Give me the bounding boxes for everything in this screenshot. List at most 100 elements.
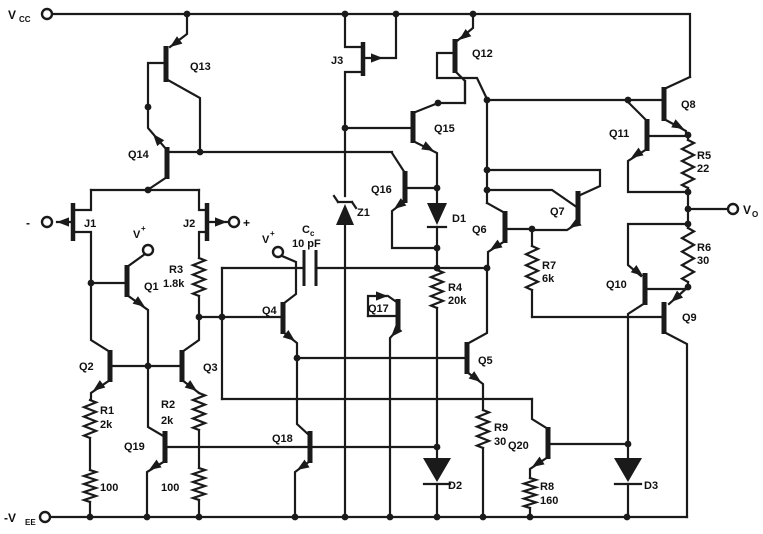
q2-label: Q2 <box>79 361 94 373</box>
vcc-label: V <box>8 8 16 22</box>
r8-value: 160 <box>540 495 558 507</box>
zener-z1: Z1 <box>332 194 370 519</box>
r6-label: R6 <box>697 242 711 254</box>
transistor-q10: Q10 <box>606 222 690 446</box>
noninverting-input-terminal <box>227 215 241 229</box>
vee-label-sub: EE <box>25 518 36 527</box>
vout-label-sub: O <box>752 210 758 219</box>
diode-d1: D1 <box>426 186 466 250</box>
r100b-value: 100 <box>161 482 179 494</box>
vee-label: -V <box>4 511 16 525</box>
transistor-q6: Q6 <box>472 201 534 270</box>
transistor-q5: Q5 <box>464 266 493 412</box>
j2-label: J2 <box>183 218 195 230</box>
d1-label: D1 <box>452 213 466 225</box>
r7-label: R7 <box>542 260 556 272</box>
vplus-mid-terminal: V + <box>262 229 285 259</box>
q7-label: Q7 <box>550 206 565 218</box>
jfet-j3: J3 <box>331 12 398 198</box>
r8-label: R8 <box>540 481 554 493</box>
transistor-q20: Q20 <box>508 397 630 480</box>
resistor-r4: R4 20k <box>428 246 467 447</box>
q20-label: Q20 <box>508 440 529 452</box>
transistor-q3: Q3 <box>179 315 218 395</box>
q1-label: Q1 <box>144 281 159 293</box>
r1-label: R1 <box>100 405 114 417</box>
r5-label: R5 <box>697 150 711 162</box>
vplus-left-terminal: V + <box>133 224 155 257</box>
transistor-q19: Q19 <box>124 364 439 519</box>
vplus-mid-sup: + <box>270 229 275 238</box>
vout-terminal: V O <box>686 202 758 219</box>
r9-label: R9 <box>494 422 508 434</box>
transistor-q9: Q9 <box>661 285 697 519</box>
cc-label-sub: c <box>310 229 315 238</box>
z1-label: Z1 <box>357 207 370 219</box>
jfet-j2: J2 <box>183 188 229 260</box>
q19-label: Q19 <box>124 441 145 453</box>
r2-label: R2 <box>161 399 175 411</box>
d2-label: D2 <box>448 480 462 492</box>
resistor-r2: R2 2k <box>161 391 209 470</box>
q11-label: Q11 <box>609 128 629 140</box>
transistor-q2: Q2 <box>79 281 113 402</box>
q3-label: Q3 <box>203 362 218 374</box>
vee-terminal <box>38 510 52 524</box>
vcc-terminal <box>40 7 54 21</box>
input-minus: - <box>26 215 54 230</box>
j3-label: J3 <box>331 55 343 67</box>
transistor-q13: Q13 <box>146 12 211 154</box>
plus-label: + <box>243 216 250 230</box>
q9-label: Q9 <box>682 312 697 324</box>
j1-label: J1 <box>84 218 96 230</box>
resistor-r3: R3 1.8k <box>163 256 208 319</box>
q14-label: Q14 <box>128 149 150 161</box>
input-plus: + <box>227 215 250 230</box>
vplus-left-label: V <box>133 229 141 241</box>
inverting-input-terminal <box>40 215 54 229</box>
q4-label: Q4 <box>262 305 278 317</box>
r5-value: 22 <box>697 163 709 175</box>
jfet-j1: J1 <box>55 188 96 285</box>
q15-label: Q15 <box>434 123 455 135</box>
vcc-rail: V CC <box>8 7 692 79</box>
transistor-q14: Q14 <box>128 105 170 191</box>
cc-label: C <box>302 224 310 236</box>
q13-label: Q13 <box>190 61 211 73</box>
q8-label: Q8 <box>681 99 696 111</box>
r7-value: 6k <box>542 273 555 285</box>
resistor-r5: R5 22 <box>679 133 711 230</box>
diode-d2: D2 <box>422 445 462 519</box>
r6-value: 30 <box>697 255 709 267</box>
q18-label: Q18 <box>272 433 293 445</box>
resistor-r1: R1 2k <box>81 398 114 472</box>
transistor-q17: Q17 <box>366 291 403 519</box>
vplus-left-sup: + <box>141 224 146 233</box>
resistor-r6: R6 30 <box>679 226 711 289</box>
transistor-q4: Q4 <box>262 254 299 360</box>
resistor-r9: R9 30 <box>474 408 508 519</box>
d3-label: D3 <box>644 480 658 492</box>
resistor-r7: R7 6k <box>523 227 556 319</box>
resistor-r8: R8 160 <box>520 476 558 519</box>
r100a-value: 100 <box>100 482 118 494</box>
resistor-100-left: 100 <box>80 468 118 519</box>
transistor-q18: Q18 <box>272 356 313 519</box>
r3-label: R3 <box>169 264 183 276</box>
transistor-q12: Q12 <box>435 12 493 105</box>
q10-label: Q10 <box>606 279 627 291</box>
r4-label: R4 <box>448 282 463 294</box>
cc-value: 10 pF <box>292 238 321 250</box>
vout-label: V <box>743 203 751 217</box>
diode-d3: D3 <box>613 442 658 519</box>
r4-value: 20k <box>448 295 467 307</box>
q16-label: Q16 <box>371 184 392 196</box>
r1-value: 2k <box>100 419 113 431</box>
r3-value: 1.8k <box>163 278 185 290</box>
transistor-q8: Q8 <box>661 75 696 137</box>
transistor-q11: Q11 <box>609 100 690 194</box>
r2-value: 2k <box>161 415 174 427</box>
transistor-q15: Q15 <box>343 79 467 190</box>
